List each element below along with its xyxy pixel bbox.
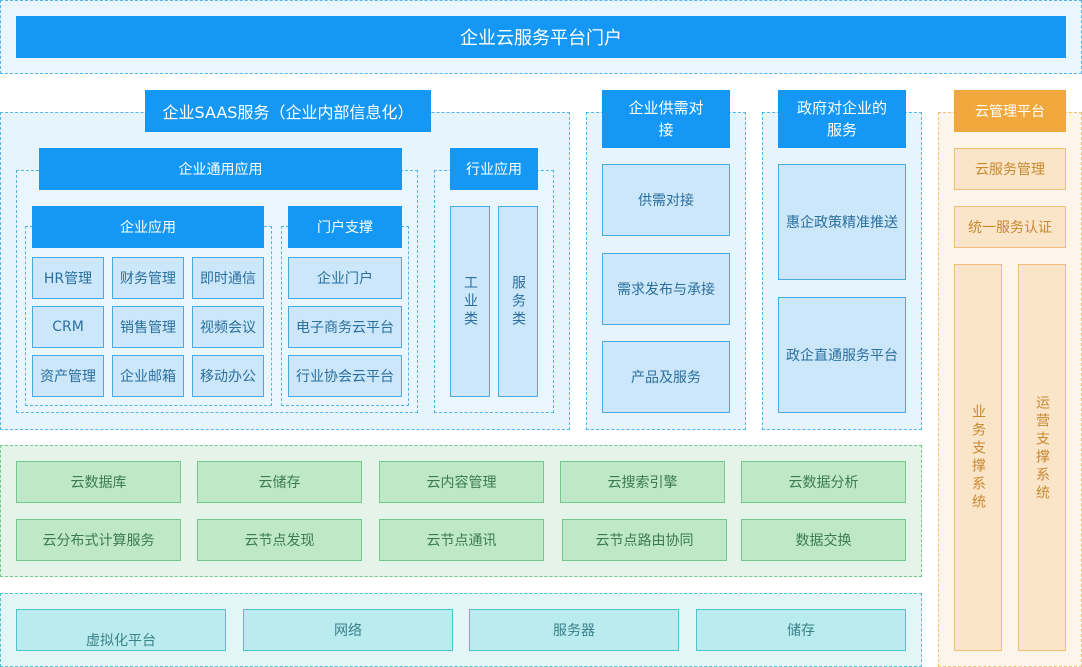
iaas-storage: 储存 [696,609,906,651]
supply-title: 企业供需对接 [602,90,730,148]
app-crm: CRM [32,306,104,348]
cloud-mgmt-title: 云管理平台 [954,90,1066,132]
app-video: 视频会议 [192,306,264,348]
business-support-system: 业务支撑系统 [954,264,1002,651]
paas-database: 云数据库 [16,461,181,503]
portal-title: 企业云服务平台门户 [16,16,1066,58]
iaas-server: 服务器 [469,609,679,651]
iaas-virtualization: 虚拟化平台 [16,609,226,651]
supply-demand-publish: 需求发布与承接 [602,253,730,325]
paas-analytics: 云数据分析 [741,461,906,503]
unified-auth: 统一服务认证 [954,206,1066,248]
gov-direct-platform: 政企直通服务平台 [778,297,906,413]
gov-title: 政府对企业的服务 [778,90,906,148]
paas-node-comm: 云节点通讯 [379,519,544,561]
portal-support-title: 门户支撑 [288,206,402,248]
operation-support-system: 运营支撑系统 [1018,264,1066,651]
supply-products: 产品及服务 [602,341,730,413]
industry-manufacturing: 工业类 [450,206,490,397]
portal-enterprise: 企业门户 [288,257,402,299]
general-apps-title: 企业通用应用 [39,148,402,190]
cloud-service-mgmt: 云服务管理 [954,148,1066,190]
supply-matching: 供需对接 [602,164,730,236]
app-hr: HR管理 [32,257,104,299]
app-finance: 财务管理 [112,257,184,299]
iaas-network: 网络 [243,609,453,651]
paas-content-mgmt: 云内容管理 [379,461,544,503]
paas-node-routing: 云节点路由协同 [562,519,727,561]
paas-storage: 云储存 [197,461,362,503]
portal-ecommerce: 电子商务云平台 [288,306,402,348]
paas-distributed-compute: 云分布式计算服务 [16,519,181,561]
app-sales: 销售管理 [112,306,184,348]
gov-policy-push: 惠企政策精准推送 [778,164,906,280]
app-im: 即时通信 [192,257,264,299]
app-assets: 资产管理 [32,355,104,397]
app-mail: 企业邮箱 [112,355,184,397]
app-mobile: 移动办公 [192,355,264,397]
saas-title: 企业SAAS服务（企业内部信息化） [145,90,431,132]
enterprise-apps-title: 企业应用 [32,206,264,248]
industry-title: 行业应用 [450,148,538,190]
portal-association: 行业协会云平台 [288,355,402,397]
paas-search: 云搜索引擎 [560,461,725,503]
industry-service: 服务类 [498,206,538,397]
paas-node-discovery: 云节点发现 [197,519,362,561]
paas-data-exchange: 数据交换 [741,519,906,561]
